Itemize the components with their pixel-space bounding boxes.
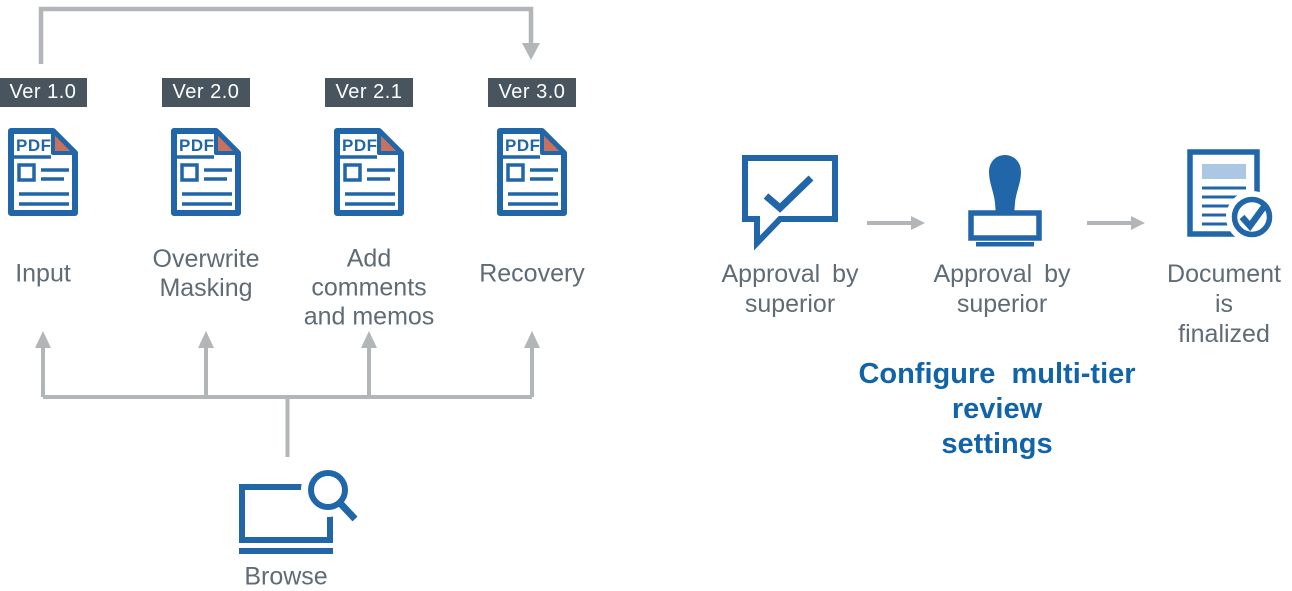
stamp-imprint-line xyxy=(976,242,1034,247)
checkmark xyxy=(763,175,814,213)
finalized-document-icon xyxy=(1187,149,1278,243)
version-step-label: Input xyxy=(15,259,71,288)
browse-label: Browse xyxy=(244,562,328,591)
stamp-handle xyxy=(989,155,1021,216)
version-step-label: Overwrite Masking xyxy=(152,245,260,302)
version-badge: Ver 1.0 xyxy=(0,78,87,107)
checkmark xyxy=(1239,202,1269,232)
version-badge: Ver 2.0 xyxy=(162,78,250,107)
version-step-label: Add comments and memos xyxy=(303,244,435,331)
arrow-head-up xyxy=(35,331,51,348)
flow-arrow xyxy=(867,216,925,230)
magnifier-handle xyxy=(337,500,358,522)
document-header-band xyxy=(1202,164,1246,179)
arrow-head-right xyxy=(1131,216,1145,230)
flow-arrow xyxy=(1087,216,1145,230)
approval-stamp-icon xyxy=(968,155,1042,247)
version-badge: Ver 2.1 xyxy=(325,78,413,107)
arrow-line xyxy=(38,6,534,64)
version-loop-arrow xyxy=(38,6,540,64)
arrow-head-down xyxy=(522,43,540,60)
monitor-base xyxy=(239,548,333,554)
arrow-head-up xyxy=(524,331,540,348)
arrow-head-up xyxy=(361,331,377,348)
pdf-file-icon xyxy=(11,131,75,213)
pdf-file-icon xyxy=(337,131,401,213)
speech-bubble-check-icon xyxy=(742,155,838,251)
version-badge: Ver 3.0 xyxy=(488,78,576,107)
version-step-label: Recovery xyxy=(479,259,585,288)
review-caption: Configure multi-tier review settings xyxy=(858,358,1136,460)
pdf-file-icon xyxy=(174,131,238,213)
stamp-base xyxy=(968,210,1042,241)
browse-branch-connector xyxy=(35,331,540,457)
branch-lines xyxy=(41,347,534,457)
review-step-label: Document is finalized xyxy=(1167,260,1281,348)
arrow-head-up xyxy=(198,331,214,348)
arrow-head-right xyxy=(911,216,925,230)
pdf-file-icon xyxy=(500,131,564,213)
review-step-label: Approval by superior xyxy=(721,260,859,318)
magnifier-lens-icon xyxy=(308,470,348,510)
review-step-label: Approval by superior xyxy=(933,260,1071,318)
browse-icon xyxy=(239,463,358,554)
